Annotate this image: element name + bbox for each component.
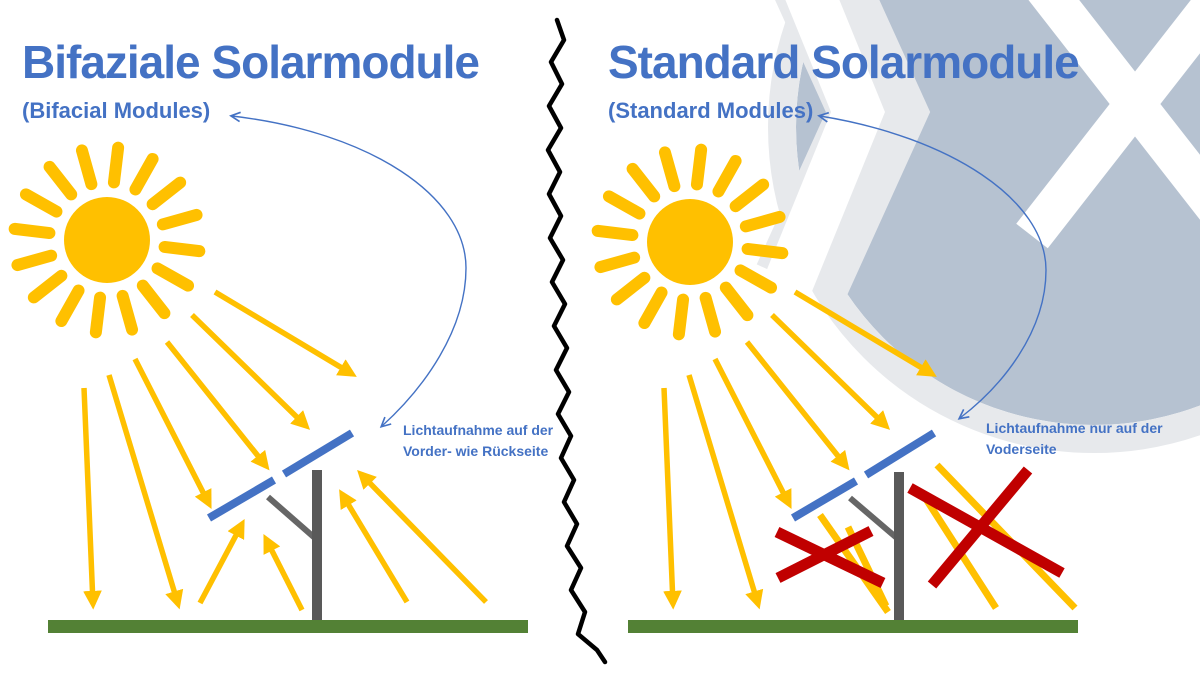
- strut: [266, 494, 900, 542]
- caption-line: Voderseite: [986, 441, 1057, 457]
- divider-squiggle: [545, 17, 608, 665]
- ground-strips: [48, 620, 1078, 633]
- blocked-cross-red: [774, 466, 1065, 589]
- sun-icon: [8, 141, 206, 339]
- right-title: Standard Solarmodule: [608, 36, 1080, 88]
- sun: [8, 141, 789, 341]
- caption-line: Lichtaufnahme nur auf der: [986, 420, 1163, 436]
- left-title: Bifaziale Solarmodule: [22, 36, 480, 88]
- left-panel-caption: Lichtaufnahme auf der Vorder- wie Rückse…: [403, 420, 553, 462]
- pole: [312, 470, 904, 620]
- left-subtitle: (Bifacial Modules): [22, 98, 211, 124]
- right-title-block: Standard Solarmodule (Standard Modules): [608, 36, 1080, 124]
- watermark-x-glyph: [1016, 0, 1200, 249]
- left-title-block: Bifaziale Solarmodule (Bifacial Modules): [22, 36, 480, 124]
- caption-line: Vorder- wie Rückseite: [403, 443, 549, 459]
- caption-line: Lichtaufnahme auf der: [403, 422, 554, 438]
- watermark-ring: [768, 0, 1200, 453]
- annotation-curve: [229, 111, 1047, 429]
- solar-panel: [206, 429, 937, 522]
- reflected-arrows-left: [197, 469, 488, 612]
- right-panel-caption: Lichtaufnahme nur auf der Voderseite: [986, 418, 1163, 460]
- sunlight-arrows-left: [81, 289, 357, 610]
- right-subtitle: (Standard Modules): [608, 98, 814, 124]
- sun-icon: [591, 143, 789, 341]
